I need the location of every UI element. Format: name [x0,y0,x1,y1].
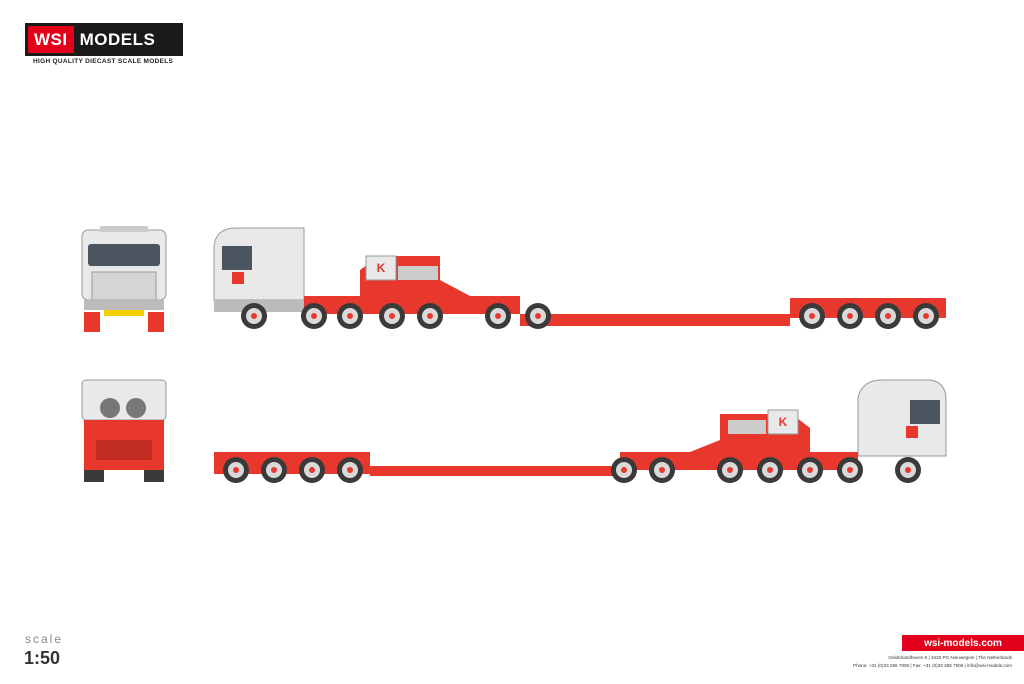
tagline: HIGH QUALITY DIECAST SCALE MODELS [33,58,174,65]
logo-models-text: MODELS [79,29,156,49]
logo-wsi-text: WSI [28,26,74,53]
contact-line: Phone: +31 (0)33 286 7905 | Fax: +31 (0)… [853,663,1012,668]
scale-value: 1:50 [24,648,61,668]
website-link[interactable]: wsi-models.com [902,635,1024,651]
side-view-truck-right: K [214,379,947,483]
front-view-truck [81,226,167,332]
scale-label: scale [25,632,64,646]
address-line: Gelderlandhaven 5 | 3433 PG Nieuwegein |… [888,655,1012,660]
rear-view-truck [81,379,167,482]
svg-text:K: K [779,415,788,429]
side-view-truck-left: K [213,227,946,329]
wsi-models-logo: WSI MODELS [25,23,183,56]
company-address: Gelderlandhaven 5 | 3433 PG Nieuwegein |… [853,654,1012,670]
svg-text:K: K [377,261,386,275]
